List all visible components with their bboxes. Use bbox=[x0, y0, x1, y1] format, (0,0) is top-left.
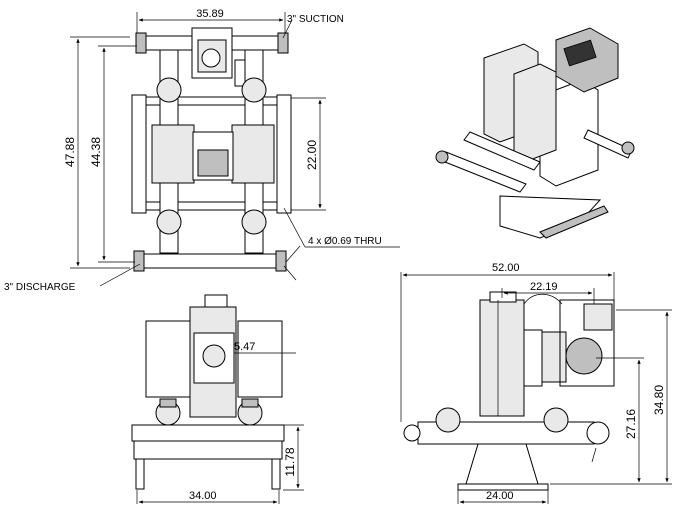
side-engine-frame bbox=[559, 299, 615, 387]
cross-bar-top bbox=[145, 96, 278, 106]
iso-base-rail bbox=[539, 205, 609, 239]
top-view bbox=[131, 27, 301, 281]
side-flange-right bbox=[586, 421, 610, 445]
valve-upper-right bbox=[241, 77, 267, 103]
front-view-dimensions: 5.47 11.78 34.00 bbox=[136, 341, 304, 504]
front-pipe bbox=[131, 424, 285, 442]
side-pipe-height-dim: 27.16 bbox=[624, 409, 638, 439]
discharge-handle-2 bbox=[283, 265, 297, 281]
suction-leader bbox=[282, 19, 293, 39]
side-pump-cap bbox=[489, 291, 517, 303]
front-valve-right-top bbox=[241, 398, 259, 408]
holes-callout: 4 x Ø0.69 THRU bbox=[308, 236, 382, 247]
side-overall-width-dim: 52.00 bbox=[492, 262, 520, 274]
valve-lower-right bbox=[241, 209, 267, 235]
side-engine-offset-dim: 22.19 bbox=[530, 281, 558, 293]
frame-rail-left bbox=[131, 94, 147, 214]
top-height-outer-dim: 47.88 bbox=[63, 137, 77, 167]
side-valve-left bbox=[435, 407, 461, 433]
side-view-dimensions: 52.00 22.19 34.80 27.16 24.00 bbox=[400, 262, 672, 504]
side-pump-housing bbox=[479, 299, 525, 417]
cross-bar-bottom bbox=[145, 201, 278, 211]
front-base bbox=[133, 440, 283, 460]
side-base-cone bbox=[465, 443, 539, 485]
valve-upper-left bbox=[156, 77, 182, 103]
side-handle bbox=[591, 447, 597, 463]
side-engine bbox=[565, 337, 603, 375]
engine-top-flywheel bbox=[201, 48, 221, 68]
front-base-height-dim: 11.78 bbox=[283, 447, 297, 476]
front-valve-left-top bbox=[159, 398, 177, 408]
front-leg-left bbox=[135, 458, 145, 490]
valve-lower-left bbox=[156, 209, 182, 235]
side-view bbox=[403, 291, 615, 491]
frame-rail-right bbox=[276, 94, 292, 214]
suction-callout: 3" SUCTION bbox=[287, 14, 344, 25]
mount-spacing-dim: 22.00 bbox=[305, 140, 319, 170]
pump-body-left bbox=[151, 124, 195, 184]
suction-flange-right bbox=[277, 32, 289, 54]
discharge-callout: 3" DISCHARGE bbox=[4, 282, 76, 293]
side-overall-height-dim: 34.80 bbox=[652, 385, 666, 415]
side-engine-fan bbox=[541, 331, 567, 383]
top-view-dimensions: 35.89 3" SUCTION 47.88 44.38 22.00 4 x Ø… bbox=[4, 8, 400, 293]
iso-flange-right bbox=[621, 141, 635, 155]
front-housing-left bbox=[145, 320, 193, 398]
side-gauge bbox=[403, 424, 421, 442]
iso-engine-head bbox=[563, 39, 597, 67]
iso-pipe-right bbox=[583, 129, 633, 159]
front-base-width-dim: 34.00 bbox=[189, 490, 217, 502]
holes-leader bbox=[283, 207, 306, 248]
discharge-flange-right bbox=[275, 250, 287, 272]
front-offset-dim: 5.47 bbox=[234, 341, 255, 353]
discharge-handle-1 bbox=[285, 245, 301, 263]
suction-flange-left bbox=[135, 32, 147, 54]
side-base-plate bbox=[457, 483, 549, 491]
top-width-dim: 35.89 bbox=[196, 8, 224, 20]
front-housing-right bbox=[237, 320, 283, 398]
front-engine-cap bbox=[204, 294, 228, 308]
iso-pipe-back bbox=[463, 131, 541, 171]
top-height-inner-dim: 44.38 bbox=[89, 137, 103, 167]
pump-body-right bbox=[231, 124, 275, 184]
discharge-manifold bbox=[137, 253, 287, 269]
iso-center-housing bbox=[513, 63, 557, 161]
center-housing-inner bbox=[197, 149, 229, 177]
side-engine-coupling bbox=[523, 329, 543, 387]
isometric-view bbox=[435, 27, 635, 239]
front-leg-right bbox=[271, 458, 281, 490]
side-engine-head bbox=[583, 303, 613, 331]
side-base-width-dim: 24.00 bbox=[486, 490, 514, 502]
side-engine-hose bbox=[523, 293, 563, 305]
front-engine-flywheel bbox=[202, 344, 226, 368]
discharge-flange-left bbox=[133, 250, 145, 272]
front-view bbox=[131, 294, 285, 490]
iso-flange-left bbox=[435, 150, 449, 164]
side-valve-right bbox=[543, 407, 569, 433]
discharge-leader bbox=[99, 263, 141, 287]
